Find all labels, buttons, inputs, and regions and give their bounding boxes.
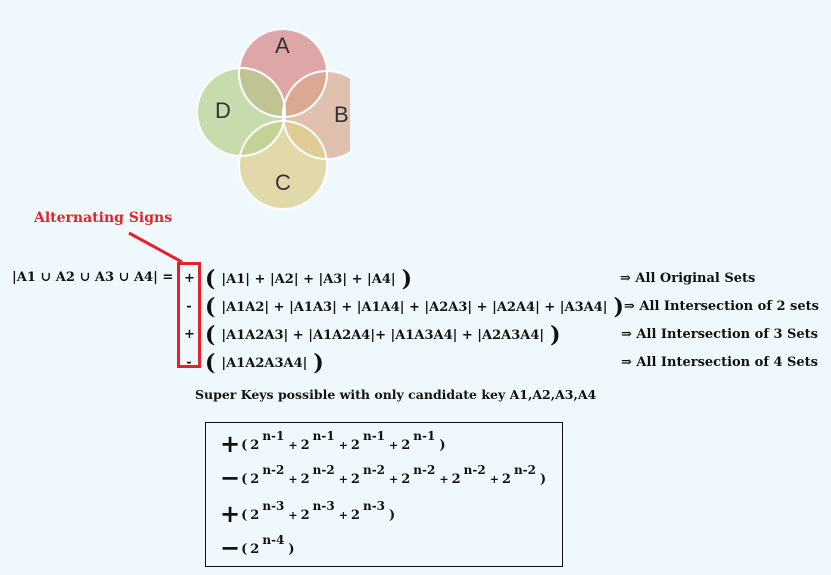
open-paren: ( [241, 438, 248, 453]
power-exponent: n-3 [312, 499, 335, 513]
venn-set-d [197, 68, 285, 156]
plus-operator: + [288, 439, 298, 452]
superkeys-caption: Super Keys possible with only candidate … [195, 387, 597, 402]
power-exponent: n-3 [262, 499, 285, 513]
power-exponent: n-2 [463, 463, 486, 477]
power-base: 2 [250, 472, 260, 487]
superkey-row-sign: − [220, 463, 241, 492]
power-exponent: n-1 [413, 429, 436, 443]
venn-label-d: D [215, 98, 231, 123]
power-exponent: n-1 [312, 429, 335, 443]
venn-label-a: A [275, 33, 290, 58]
close-paren: ) [288, 542, 295, 557]
power-base: 2 [451, 472, 461, 487]
power-base: 2 [401, 438, 411, 453]
description-1: ⇒ All Original Sets [620, 271, 756, 286]
power-base: 2 [250, 542, 260, 557]
power-exponent: n-1 [362, 429, 386, 443]
close-paren: ) [439, 438, 446, 453]
superkey-row-sign: + [220, 429, 241, 458]
superkey-row: −(2n-4) [220, 533, 295, 562]
superkey-formula-box: +(2n-1+2n-1+2n-1+2n-1)−(2n-2+2n-2+2n-2+2… [205, 422, 563, 567]
close-paren: ) [389, 508, 396, 523]
superkey-row: +(2n-3+2n-3+2n-3) [220, 499, 395, 528]
power-base: 2 [250, 438, 260, 453]
signs-highlight-box [177, 262, 201, 368]
superkey-row: +(2n-1+2n-1+2n-1+2n-1) [220, 429, 446, 458]
open-paren: ( [241, 472, 248, 487]
description-4: ⇒ All Intersection of 4 Sets [621, 355, 819, 370]
term-row-4: (|A1A2A3A4|) [205, 350, 324, 376]
open-paren: ( [241, 508, 248, 523]
superkey-row-sign: + [220, 499, 241, 528]
description-3: ⇒ All Intersection of 3 Sets [621, 327, 819, 342]
power-base: 2 [300, 438, 310, 453]
power-base: 2 [300, 508, 310, 523]
plus-operator: + [439, 473, 449, 486]
union-lhs: |A1 ∪ A2 ∪ A3 ∪ A4| = [12, 270, 174, 285]
term-row-3: (|A1A2A3| + |A1A2A4|+ |A1A3A4| + |A2A3A4… [205, 322, 561, 348]
power-exponent: n-2 [513, 463, 537, 477]
power-exponent: n-2 [312, 463, 335, 477]
description-2: ⇒ All Intersection of 2 sets [624, 299, 819, 314]
plus-operator: + [288, 473, 298, 486]
plus-operator: + [489, 473, 499, 486]
sign-1: + [184, 271, 195, 286]
plus-operator: + [338, 439, 348, 452]
power-exponent: n-3 [362, 499, 386, 513]
power-exponent: n-2 [362, 463, 386, 477]
venn-label-b: B [334, 102, 349, 127]
sign-4: - [186, 355, 192, 370]
term-row-1: (|A1| + |A2| + |A3| + |A4|) [205, 266, 413, 292]
power-exponent: n-2 [413, 463, 436, 477]
power-base: 2 [250, 508, 260, 523]
term-row-2: (|A1A2| + |A1A3| + |A1A4| + |A2A3| + |A2… [205, 294, 624, 320]
venn-diagram: A B C D [196, 28, 350, 210]
power-base: 2 [300, 472, 310, 487]
power-base: 2 [350, 438, 360, 453]
alternating-signs-callout: Alternating Signs [34, 210, 173, 226]
plus-operator: + [338, 473, 348, 486]
close-paren: ) [540, 472, 547, 487]
power-exponent: n-1 [262, 429, 285, 443]
sign-2: - [186, 299, 192, 314]
power-exponent: n-4 [262, 533, 285, 547]
superkey-row-sign: − [220, 533, 241, 562]
power-exponent: n-2 [262, 463, 285, 477]
power-base: 2 [350, 508, 360, 523]
venn-label-c: C [275, 170, 291, 195]
open-paren: ( [241, 542, 248, 557]
power-base: 2 [350, 472, 360, 487]
power-base: 2 [501, 472, 511, 487]
plus-operator: + [288, 509, 298, 522]
plus-operator: + [338, 509, 348, 522]
plus-operator: + [389, 439, 399, 452]
power-base: 2 [401, 472, 411, 487]
plus-operator: + [389, 473, 399, 486]
superkey-row: −(2n-2+2n-2+2n-2+2n-2+2n-2+2n-2) [220, 463, 546, 492]
sign-3: + [184, 327, 195, 342]
